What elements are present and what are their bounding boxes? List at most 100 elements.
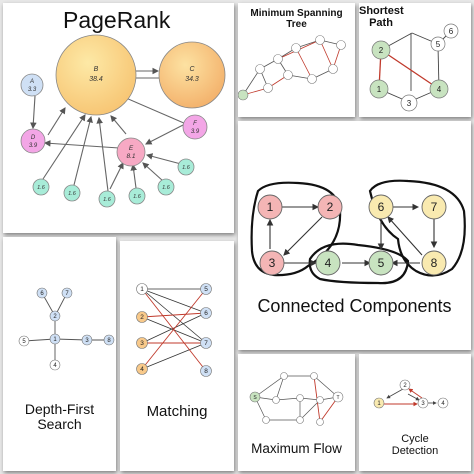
mst-panel: Minimum Spanning Tree	[238, 3, 355, 117]
matching-left-node-3-label: 3	[140, 340, 144, 347]
matching-right-node-8-label: 8	[204, 368, 208, 375]
cycle-detection-title: Cycle Detection	[359, 433, 471, 457]
cc-node-5	[368, 250, 394, 276]
shortest-path-title: Shortest Path	[359, 5, 404, 29]
matching-left-node-1	[136, 283, 148, 295]
flow-sink-node	[332, 391, 344, 403]
flow-sink-label: T	[336, 395, 339, 401]
cc-node-4	[315, 250, 341, 276]
max-flow-title: Maximum Flow	[251, 441, 342, 456]
matching-graph: 1 2 3 4 5 6 7 8	[136, 283, 212, 377]
mst-title-line1: Minimum Spanning	[250, 8, 343, 19]
flow-edge	[254, 375, 285, 398]
mst-node	[263, 83, 273, 93]
node-c-value: 34.3	[185, 76, 199, 83]
cycle-detection-panel: 1 2 3 4 Cycle Detection	[359, 354, 471, 471]
shortest-path-panel: 1 2 3 4 5 6 Shortest Path	[359, 3, 471, 117]
cc-edge-2-3	[283, 216, 323, 256]
node-small-5	[157, 178, 175, 196]
dfs-node-3-label: 3	[85, 338, 89, 344]
mst-edge-red	[319, 39, 334, 70]
dfs-node-1-label: 1	[53, 337, 57, 343]
matching-left-node-2-label: 2	[140, 314, 144, 321]
node-small-2	[63, 184, 81, 202]
cc-node-2-label: 2	[327, 200, 334, 214]
node-small-3	[98, 190, 116, 208]
flow-edge	[313, 375, 339, 398]
dfs-node-5	[18, 335, 30, 347]
cycle-detection-graph: 1 2 3 4	[373, 379, 449, 409]
cycle-node-3-label: 3	[421, 401, 425, 407]
flow-edge	[299, 399, 321, 421]
node-c	[158, 41, 226, 109]
matching-left-node-3	[136, 337, 148, 349]
pagerank-title: PageRank	[63, 7, 171, 33]
flow-node	[316, 396, 324, 404]
mst-title: Minimum Spanning Tree	[240, 8, 353, 30]
sp-node-6	[443, 23, 459, 39]
cycle-node-2-label: 2	[403, 383, 407, 389]
matching-right-node-8	[200, 365, 212, 377]
flow-edge	[275, 397, 301, 401]
component-outline-3	[368, 179, 466, 277]
node-small-2-value: 1.6	[68, 191, 77, 197]
cycle-node-4-label: 4	[441, 401, 445, 407]
cc-node-3	[259, 250, 285, 276]
cc-node-6	[368, 194, 394, 220]
matching-edge	[141, 288, 207, 314]
node-f	[182, 114, 208, 140]
cc-node-6-label: 6	[378, 200, 385, 214]
flow-node	[296, 394, 304, 402]
sp-node-5	[430, 36, 446, 52]
matching-title: Matching	[146, 403, 208, 420]
mst-node	[283, 70, 293, 80]
matching-edge-matched	[141, 312, 207, 318]
matching-edge	[141, 288, 207, 344]
cc-node-3-label: 3	[269, 256, 276, 270]
node-c-label: C	[189, 66, 195, 73]
node-small-6	[177, 158, 195, 176]
cc-edge-8-6	[387, 216, 423, 256]
matching-right-node-6	[200, 307, 212, 319]
mst-node	[336, 40, 346, 50]
dfs-node-7-label: 7	[65, 291, 69, 297]
dfs-graph: 1 2 3 4 5 6 7 8	[18, 287, 115, 371]
dfs-node-8-label: 8	[107, 338, 111, 344]
edge-s6-e	[145, 153, 182, 165]
flow-edge	[275, 375, 285, 401]
flow-source-node	[249, 391, 261, 403]
dfs-title-line2: Search	[37, 415, 82, 432]
edge-s2-b	[73, 115, 93, 186]
matching-left-node-2	[136, 311, 148, 323]
matching-panel: 1 2 3 4 5 6 7 8 Matching	[120, 241, 234, 471]
mst-graph	[238, 35, 346, 101]
matching-right-node-7-label: 7	[204, 340, 208, 347]
matching-left-node-4	[136, 363, 148, 375]
flow-node	[316, 418, 324, 426]
cycle-node-2	[399, 379, 411, 391]
cycle-edge-3-2	[408, 388, 423, 399]
dfs-node-6	[36, 287, 48, 299]
cycle-node-4	[437, 397, 449, 409]
dfs-title-line1: Depth-First	[24, 401, 95, 417]
dfs-node-7	[61, 287, 73, 299]
node-b-label: B	[94, 66, 99, 73]
node-f-value: 3.9	[191, 129, 200, 135]
sp-node-2-label: 2	[379, 46, 384, 55]
cc-node-8-label: 8	[431, 256, 438, 270]
flow-source-label: S	[253, 395, 257, 401]
shortest-path-title-line2: Path	[369, 16, 393, 29]
matching-edge-matched	[141, 288, 207, 370]
component-outline-1	[250, 181, 342, 277]
node-small-4-value: 1.6	[133, 194, 142, 200]
flow-node	[262, 416, 270, 424]
dfs-node-8	[103, 334, 115, 346]
matching-right-node-5	[200, 283, 212, 295]
max-flow-graph: S T	[249, 372, 344, 426]
flow-node	[310, 372, 318, 380]
dfs-node-3	[81, 334, 93, 346]
edge-f-e	[145, 123, 186, 145]
matching-right-node-5-label: 5	[204, 286, 208, 293]
edge-s3-b	[96, 116, 109, 192]
cc-node-8	[421, 250, 447, 276]
